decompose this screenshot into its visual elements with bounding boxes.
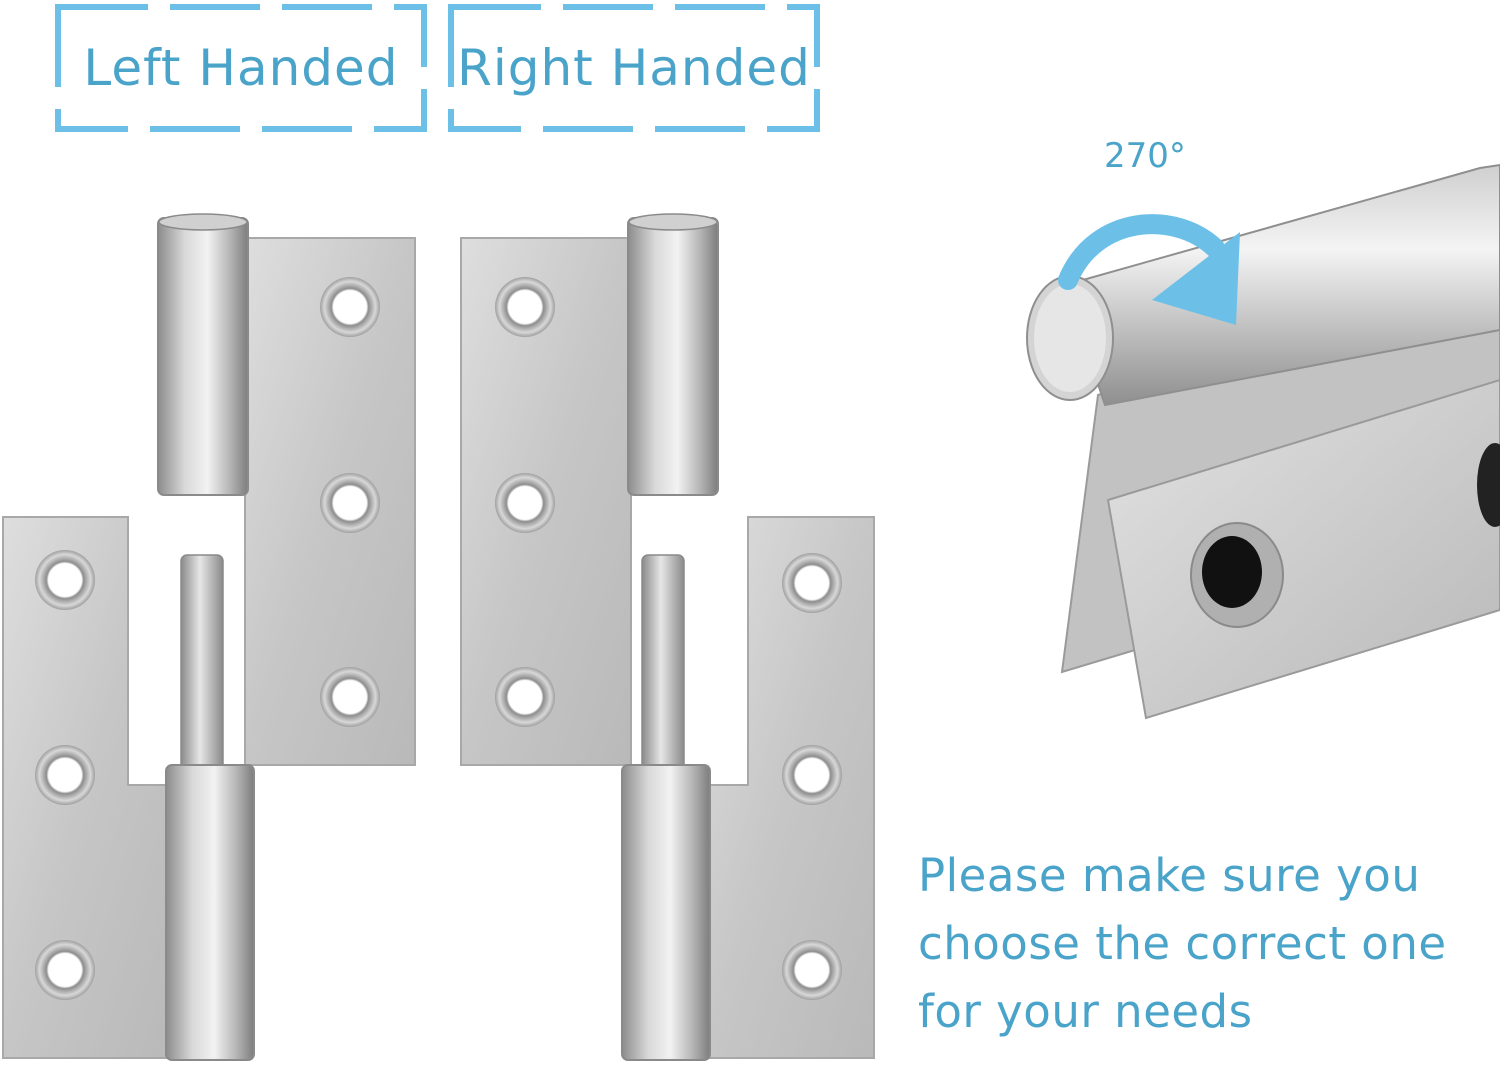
note-line: choose the correct one — [918, 917, 1447, 970]
note-line: for your needs — [918, 985, 1253, 1038]
right-hinge-bottom-leaf — [621, 516, 875, 1061]
rotation-angle-label: 270° — [1104, 136, 1186, 176]
left-handed-text: Left Handed — [83, 39, 399, 97]
hinge-closeup — [1026, 163, 1500, 720]
dashed-frame — [448, 4, 820, 132]
left-hinge-top-leaf — [157, 213, 416, 766]
dashed-frame — [55, 4, 427, 132]
selection-note: Please make sure you choose the correct … — [918, 842, 1488, 1046]
right-handed-label: Right Handed — [448, 4, 820, 132]
note-line: Please make sure you — [918, 849, 1421, 902]
right-handed-text: Right Handed — [457, 39, 811, 97]
right-hinge-top-leaf — [460, 213, 719, 766]
left-hinge-bottom-leaf — [2, 516, 255, 1061]
left-handed-label: Left Handed — [55, 4, 427, 132]
